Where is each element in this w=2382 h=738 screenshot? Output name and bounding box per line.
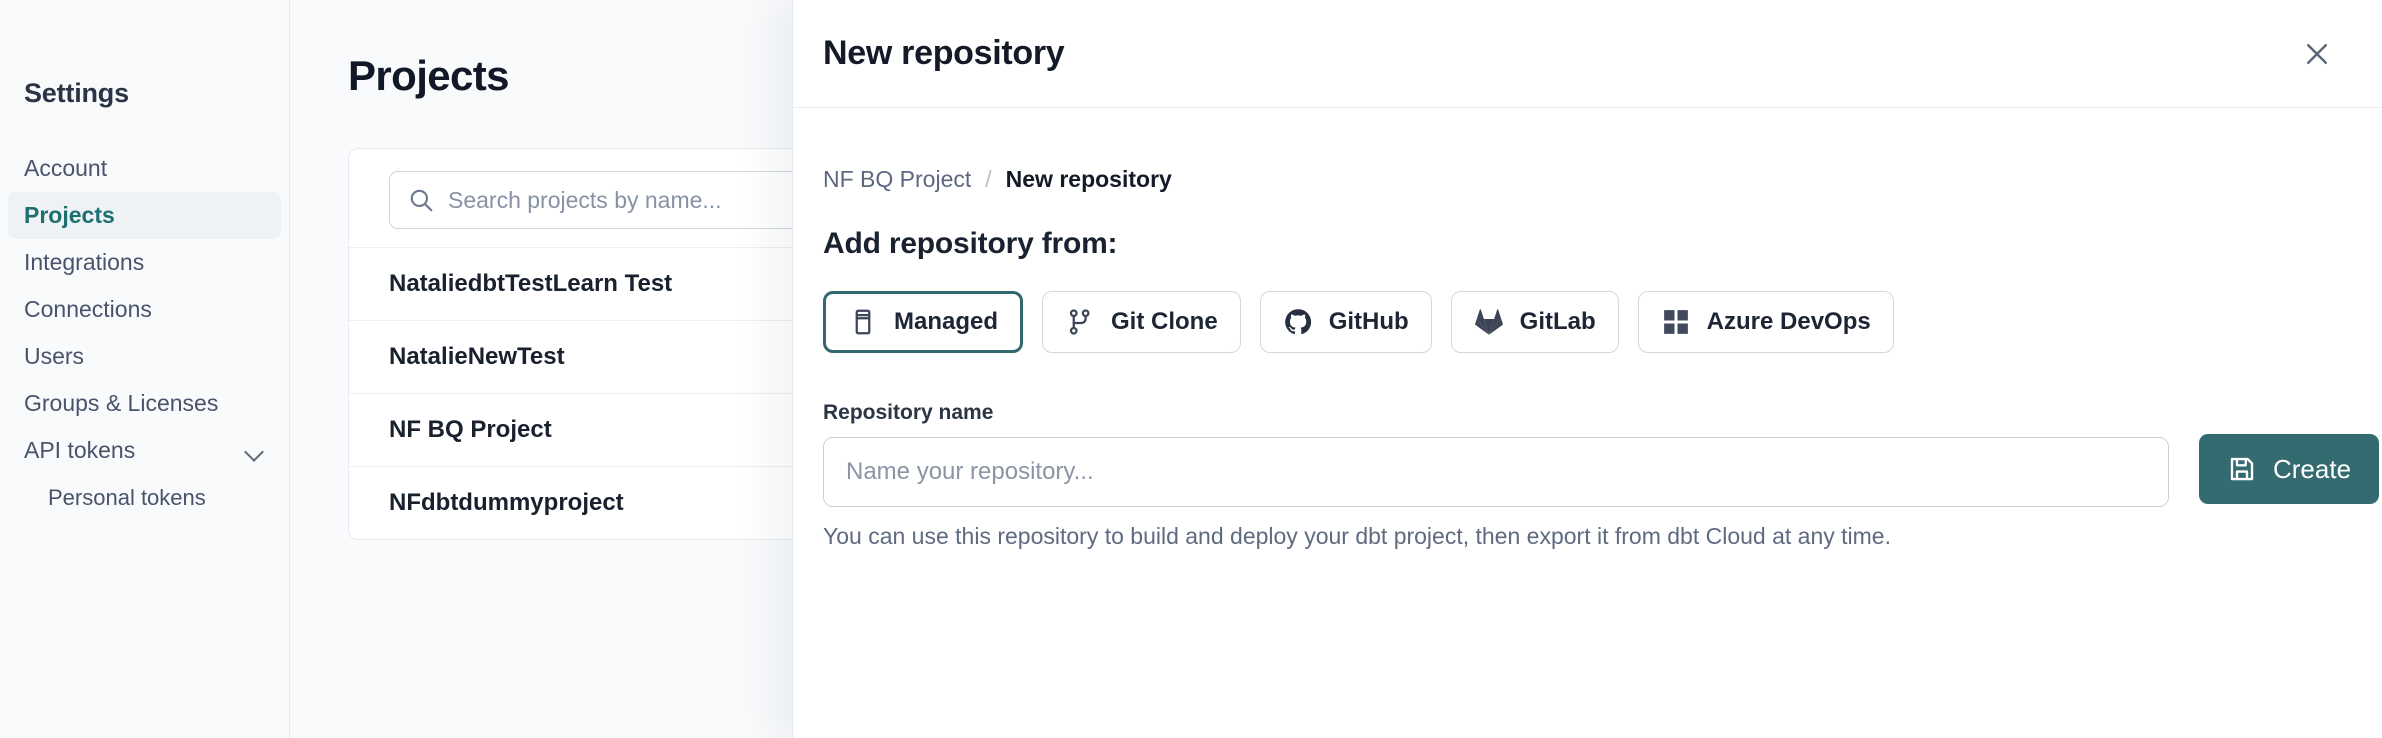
modal-body: NF BQ Project / New repository Add repos… xyxy=(793,108,2382,738)
sidebar-item-label: API tokens xyxy=(24,437,136,463)
sidebar-item-label: Users xyxy=(24,343,85,369)
sidebar-item-account[interactable]: Account xyxy=(8,145,281,192)
modal-header: New repository xyxy=(793,0,2382,108)
repository-source-label: Azure DevOps xyxy=(1706,308,1871,335)
sidebar-item-label: Account xyxy=(24,155,108,181)
repository-source-gitlab[interactable]: GitLab xyxy=(1450,291,1619,353)
sidebar-item-label: Groups & Licenses xyxy=(24,390,219,416)
repository-name-field-group: Repository name You can use this reposit… xyxy=(823,401,2169,550)
database-icon xyxy=(848,307,878,337)
new-repository-modal: New repository NF BQ Project / New repos… xyxy=(792,0,2382,738)
repository-source-label: GitLab xyxy=(1519,308,1596,335)
repository-source-azure-devops[interactable]: Azure DevOps xyxy=(1637,291,1894,353)
breadcrumb-parent-link[interactable]: NF BQ Project xyxy=(823,166,972,192)
github-icon xyxy=(1283,307,1313,337)
repository-name-row: Repository name You can use this reposit… xyxy=(823,401,2380,550)
repository-source-managed[interactable]: Managed xyxy=(823,291,1024,353)
add-repository-heading: Add repository from: xyxy=(823,227,1118,260)
page-title: Projects xyxy=(348,52,510,99)
sidebar-title: Settings xyxy=(24,78,129,108)
repository-helper-text: You can use this repository to build and… xyxy=(823,523,1891,549)
repository-source-options: Managed Git Clone GitHub GitLab Azure DevOps xyxy=(823,291,2352,353)
search-input-placeholder: Search projects by name... xyxy=(448,186,722,213)
repository-source-git-clone[interactable]: Git Clone xyxy=(1042,291,1241,353)
gitlab-icon xyxy=(1474,307,1504,337)
close-modal-button[interactable] xyxy=(2294,31,2340,77)
repository-source-github[interactable]: GitHub xyxy=(1259,291,1432,353)
repository-source-label: GitHub xyxy=(1328,308,1409,335)
save-icon xyxy=(2227,454,2257,484)
create-button[interactable]: Create xyxy=(2199,434,2380,504)
sidebar-item-integrations[interactable]: Integrations xyxy=(8,239,281,286)
repository-name-input[interactable] xyxy=(823,437,2169,507)
sidebar-item-groups-licenses[interactable]: Groups & Licenses xyxy=(8,380,281,427)
sidebar-item-label: Projects xyxy=(24,202,115,228)
breadcrumb-separator: / xyxy=(985,166,992,192)
sidebar-item-projects[interactable]: Projects xyxy=(8,192,281,239)
sidebar-item-label: Connections xyxy=(24,296,152,322)
sidebar-item-connections[interactable]: Connections xyxy=(8,286,281,333)
repository-source-label: Managed xyxy=(894,308,999,335)
repository-name-label: Repository name xyxy=(823,401,994,424)
modal-title: New repository xyxy=(823,34,1065,72)
search-icon xyxy=(408,187,434,213)
sidebar-item-label: Integrations xyxy=(24,249,145,275)
repository-source-label: Git Clone xyxy=(1111,308,1218,335)
chevron-down-icon[interactable] xyxy=(245,445,265,457)
sidebar-item-personal-tokens[interactable]: Personal tokens xyxy=(8,474,281,521)
azure-devops-icon xyxy=(1661,307,1691,337)
git-branch-icon xyxy=(1065,307,1095,337)
breadcrumb: NF BQ Project / New repository xyxy=(823,166,2352,193)
sidebar-item-label: Personal tokens xyxy=(48,484,206,510)
close-icon xyxy=(2302,39,2332,69)
create-button-label: Create xyxy=(2273,453,2352,484)
sidebar-item-users[interactable]: Users xyxy=(8,333,281,380)
breadcrumb-current: New repository xyxy=(1005,166,1172,192)
sidebar-item-api-tokens[interactable]: API tokens xyxy=(8,427,281,474)
